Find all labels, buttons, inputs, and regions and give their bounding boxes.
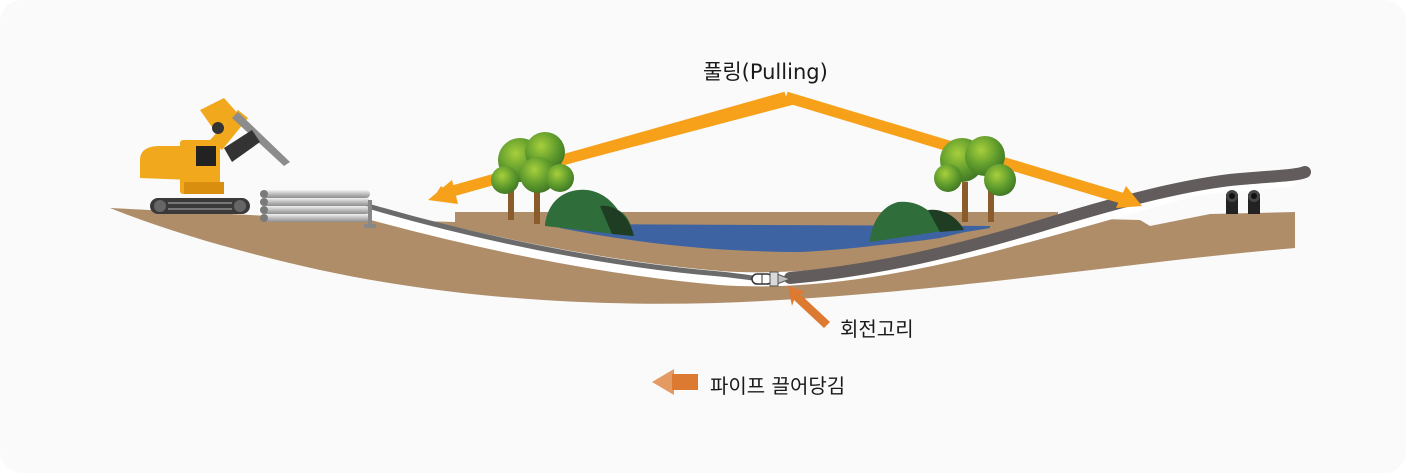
drill-pipe (365, 203, 763, 282)
swivel (751, 271, 792, 287)
pipe-stack (260, 190, 376, 228)
bush-right (870, 201, 964, 242)
product-pipe (784, 166, 1311, 284)
legend-arrow (652, 369, 698, 395)
tree-right (934, 136, 1016, 222)
diagram-title: 풀링(Pulling) (703, 60, 828, 84)
pipe-ends (1226, 190, 1260, 214)
bush-left (545, 189, 634, 236)
drilling-rig (140, 98, 290, 214)
soil-ground (110, 208, 1295, 304)
swivel-label: 회전고리 (840, 317, 914, 341)
legend-label: 파이프 끌어당김 (710, 374, 846, 398)
swivel-pointer-arrow (788, 286, 830, 328)
tree-left (491, 132, 574, 224)
